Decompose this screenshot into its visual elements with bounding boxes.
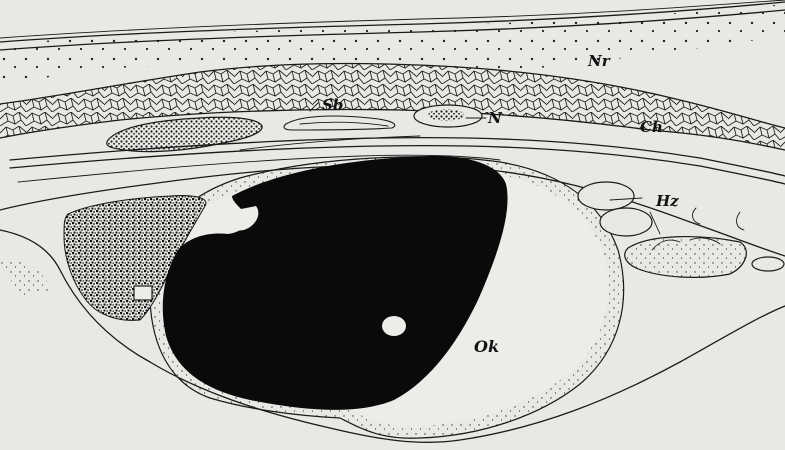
label-ch: Ch bbox=[640, 118, 663, 136]
label-sb: Sb bbox=[322, 96, 343, 114]
dark-mass-hole bbox=[382, 316, 406, 336]
rectangle-marker bbox=[134, 286, 152, 300]
label-hz: Hz bbox=[655, 192, 679, 210]
label-n: N bbox=[487, 109, 503, 127]
label-ok: Ok bbox=[474, 337, 499, 356]
label-nr: Nr bbox=[587, 52, 611, 70]
